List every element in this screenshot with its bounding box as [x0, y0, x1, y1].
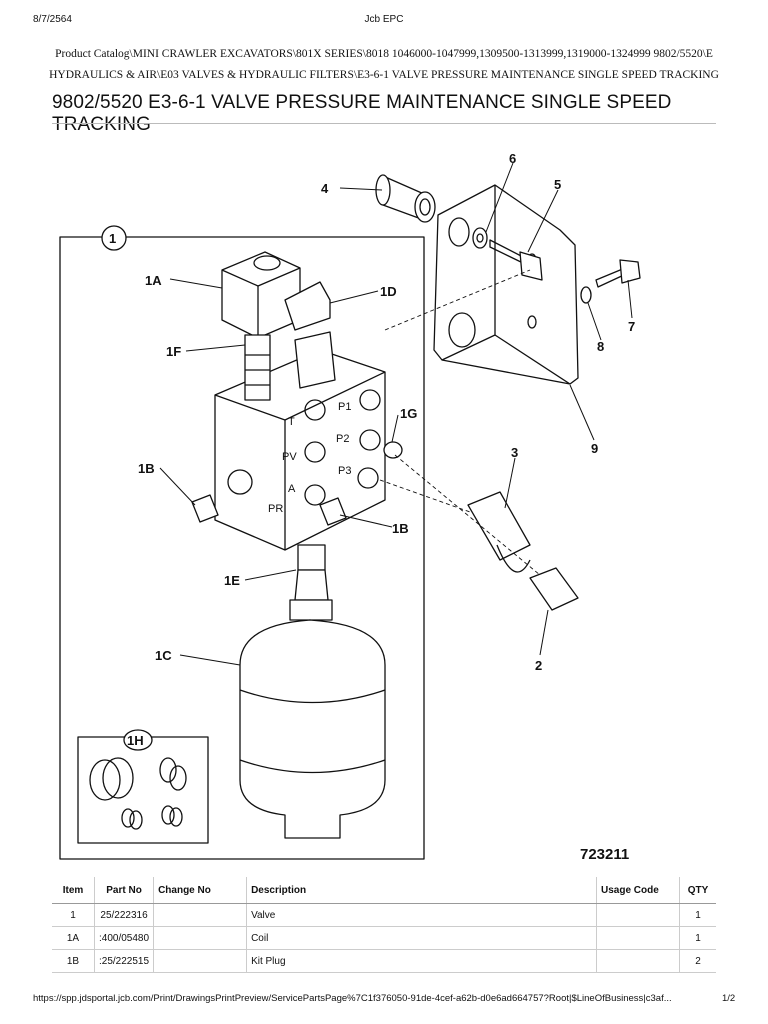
- drawing-reference-number: 723211: [580, 846, 630, 863]
- screw-part: [595, 259, 641, 288]
- cell-part-no: :25/222515: [93, 949, 154, 973]
- cell-part-no: 25/222316: [93, 903, 154, 927]
- adapter-part: [529, 567, 579, 611]
- kit-box: [77, 736, 209, 844]
- page-number: 1/2: [722, 993, 736, 1004]
- callout-label: 1G: [400, 406, 417, 421]
- callout-label: 1: [109, 231, 116, 246]
- table-row[interactable]: 1 25/222316 Valve 1: [52, 903, 716, 927]
- callout-label: 4: [321, 181, 329, 196]
- mounting-bracket-part: [433, 184, 579, 385]
- port-label: A: [288, 483, 296, 495]
- small-washer-part: [580, 286, 592, 304]
- coil-part: [221, 251, 301, 339]
- callout-label: 1C: [155, 648, 172, 663]
- cell-change-no: [153, 903, 247, 927]
- port-label: PV: [282, 451, 297, 463]
- breadcrumb: Product Catalog\MINI CRAWLER EXCAVATORS\…: [40, 44, 728, 86]
- bush-part: [375, 174, 436, 223]
- callout-label: 3: [511, 445, 518, 460]
- callout-label: 1D: [380, 284, 397, 299]
- washer-part: [472, 227, 488, 249]
- page-title: 9802/5520 E3-6-1 VALVE PRESSURE MAINTENA…: [52, 92, 672, 135]
- callout-label: 7: [628, 319, 635, 334]
- cell-description: Kit Plug: [246, 949, 597, 973]
- cell-item: 1A: [52, 926, 95, 950]
- column-header-part-no: Part No: [93, 877, 154, 904]
- test-coupling-part: [467, 491, 531, 573]
- port-label: P3: [338, 465, 351, 477]
- cell-usage-code: [596, 949, 680, 973]
- cell-description: Valve: [246, 903, 597, 927]
- callout-label: 1E: [224, 573, 240, 588]
- column-header-description: Description: [246, 877, 597, 904]
- callout-label: 8: [597, 339, 604, 354]
- cell-usage-code: [596, 926, 680, 950]
- callout-label: 1B: [138, 461, 155, 476]
- callout-label: 6: [509, 151, 516, 166]
- page-url: https://spp.jdsportal.jcb.com/Print/Draw…: [33, 993, 672, 1004]
- port-label: P1: [338, 401, 351, 413]
- cell-description: Coil: [246, 926, 597, 950]
- port-label: PR: [268, 503, 283, 515]
- exploded-parts-diagram: 1 1A 1B 1B 1C 1D 1E 1F 1G 1H 2 3 4 5 6 7…: [59, 151, 641, 860]
- column-header-change-no: Change No: [153, 877, 247, 904]
- cell-item: 1: [52, 903, 95, 927]
- app-title: Jcb EPC: [364, 14, 404, 25]
- column-header-usage-code: Usage Code: [596, 877, 680, 904]
- port-label: P2: [336, 433, 349, 445]
- cell-change-no: [153, 949, 247, 973]
- breadcrumb-line-1[interactable]: Product Catalog\MINI CRAWLER EXCAVATORS\…: [55, 48, 713, 60]
- cell-change-no: [153, 926, 247, 950]
- breadcrumb-line-2[interactable]: HYDRAULICS & AIR\E03 VALVES & HYDRAULIC …: [49, 69, 719, 81]
- port-label: T: [288, 416, 295, 428]
- callout-label: 9: [591, 441, 598, 456]
- cell-usage-code: [596, 903, 680, 927]
- callout-label: 1H: [127, 733, 144, 748]
- accumulator-part: [239, 619, 386, 839]
- callout-label: 1F: [166, 344, 181, 359]
- table-row[interactable]: 1B :25/222515 Kit Plug 2: [52, 949, 716, 973]
- cell-qty: 2: [679, 949, 716, 973]
- plug-part: [191, 494, 347, 526]
- cell-qty: 1: [679, 926, 716, 950]
- print-date: 8/7/2564: [33, 14, 72, 25]
- cell-part-no: :400/05480: [93, 926, 154, 950]
- callout-label: 5: [554, 177, 561, 192]
- callout-label: 2: [535, 658, 542, 673]
- assembly-frame: [59, 236, 425, 860]
- adaptor-part: [289, 544, 333, 621]
- title-divider: [52, 123, 716, 124]
- parts-table: Item Part No Change No Description Usage…: [52, 877, 716, 973]
- bolt-part: [489, 239, 543, 281]
- callout-label: 1B: [392, 521, 409, 536]
- cell-item: 1B: [52, 949, 95, 973]
- cell-qty: 1: [679, 903, 716, 927]
- table-row[interactable]: 1A :400/05480 Coil 1: [52, 926, 716, 950]
- callout-label: 1A: [145, 273, 162, 288]
- table-header-row: Item Part No Change No Description Usage…: [52, 877, 716, 904]
- column-header-qty: QTY: [679, 877, 716, 904]
- column-header-item: Item: [52, 877, 95, 904]
